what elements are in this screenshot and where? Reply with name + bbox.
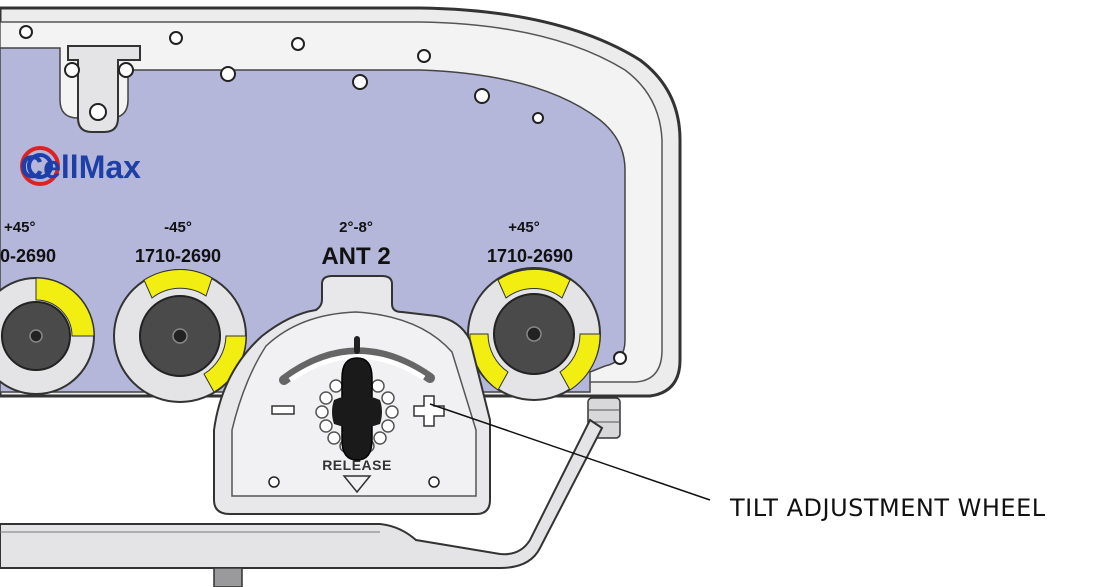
brand-name: CellMax — [20, 149, 141, 185]
screw-icon — [220, 66, 236, 82]
connector-port-1 — [0, 277, 95, 395]
mounting-bracket — [0, 418, 604, 569]
tilt-range: 2°-8° — [339, 219, 373, 236]
screw-icon — [118, 62, 134, 78]
mounting-tab — [67, 45, 141, 133]
screw-icon — [474, 88, 490, 104]
release-arrow-icon — [342, 475, 372, 494]
port-3-band: 1710-2690 — [487, 246, 573, 266]
cellmax-logo: CellMax — [20, 146, 141, 186]
minus-icon — [271, 405, 295, 415]
connector-port-3 — [467, 267, 601, 401]
screw-icon — [169, 31, 183, 45]
tilt-wheel-grip — [332, 395, 382, 428]
antenna-label: ANT 2 — [321, 243, 390, 270]
housing-screw-icon — [428, 476, 440, 488]
callout-label: TILT ADJUSTMENT WHEEL — [730, 494, 1046, 522]
housing-screw-icon — [268, 476, 280, 488]
port-2-band: 1710-2690 — [135, 246, 221, 266]
port-2-polarization: -45° — [164, 219, 192, 236]
frame-screws — [19, 25, 627, 365]
screw-icon — [417, 49, 431, 63]
port-3-polarization: +45° — [508, 219, 539, 236]
bracket-bolt — [213, 567, 243, 587]
release-label: RELEASE — [322, 457, 392, 473]
tilt-scale-arc-inner — [288, 354, 426, 383]
tab-screw-icon — [89, 103, 107, 121]
screw-icon — [352, 74, 368, 90]
port-1-polarization: +45° — [4, 219, 35, 236]
callout-leader-line — [429, 403, 711, 501]
screw-icon — [64, 62, 80, 78]
port-1-band: 0-2690 — [0, 246, 56, 266]
tilt-pointer — [354, 336, 360, 354]
screw-icon — [291, 37, 305, 51]
screw-icon — [613, 351, 627, 365]
screw-icon — [19, 25, 33, 39]
screw-icon — [532, 112, 544, 124]
connector-port-2 — [113, 269, 247, 403]
